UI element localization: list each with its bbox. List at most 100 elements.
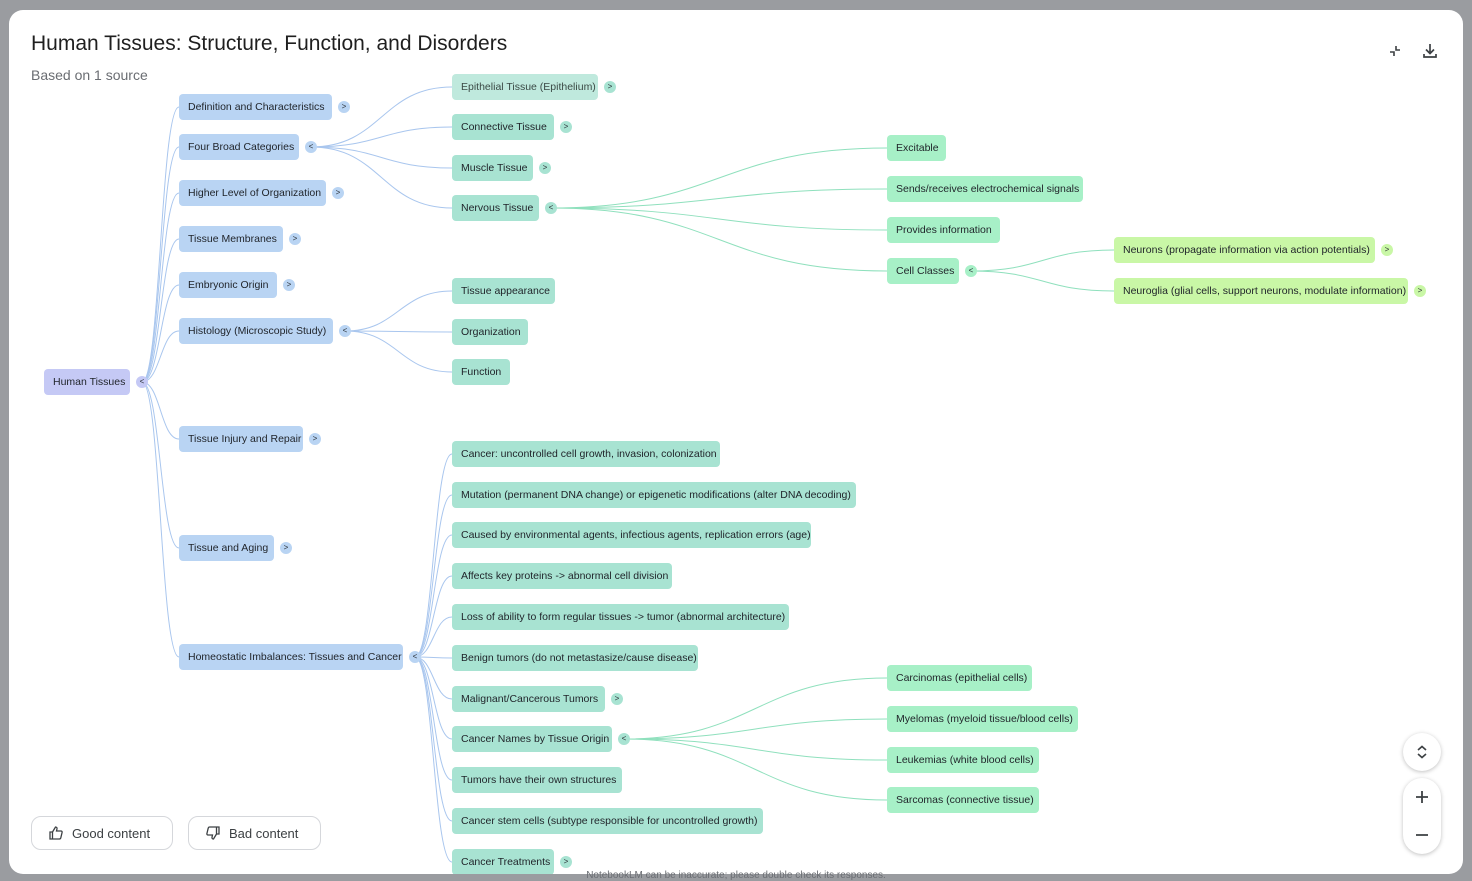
mind-map-edge bbox=[970, 249, 1115, 272]
expand-node-toggle[interactable]: > bbox=[289, 233, 301, 245]
mind-map-node[interactable]: Human Tissues bbox=[44, 369, 130, 395]
download-icon bbox=[1423, 44, 1437, 58]
mind-map-edge bbox=[550, 207, 888, 272]
mind-map-node[interactable]: Cancer Treatments bbox=[452, 849, 554, 874]
mind-map-node[interactable]: Histology (Microscopic Study) bbox=[179, 318, 333, 344]
thumbs-up-icon bbox=[49, 826, 63, 840]
mind-map-node[interactable]: Carcinomas (epithelial cells) bbox=[887, 665, 1032, 691]
zoom-out-button[interactable] bbox=[1403, 816, 1441, 854]
expand-node-toggle[interactable]: > bbox=[1381, 244, 1393, 256]
mind-map-node[interactable]: Cell Classes bbox=[887, 258, 959, 284]
mind-map-node[interactable]: Neuroglia (glial cells, support neurons,… bbox=[1114, 278, 1408, 304]
mind-map-node[interactable]: Mutation (permanent DNA change) or epige… bbox=[452, 482, 856, 508]
mind-map-node[interactable]: Myelomas (myeloid tissue/blood cells) bbox=[887, 706, 1078, 732]
mind-map-edge bbox=[310, 86, 453, 148]
expand-node-toggle[interactable]: > bbox=[280, 542, 292, 554]
mind-map-edge bbox=[623, 677, 888, 740]
mind-map-edge bbox=[623, 738, 888, 761]
mind-map-node[interactable]: Function bbox=[452, 359, 510, 385]
mind-map-node[interactable]: Tissue and Aging bbox=[179, 535, 274, 561]
mind-map-edge bbox=[310, 146, 453, 209]
expand-node-toggle[interactable]: > bbox=[560, 121, 572, 133]
mind-map-edge bbox=[550, 188, 888, 209]
mind-map-node[interactable]: Cancer Names by Tissue Origin bbox=[452, 726, 612, 752]
mind-map-node[interactable]: Cancer: uncontrolled cell growth, invasi… bbox=[452, 441, 720, 467]
mind-map-edge bbox=[141, 106, 180, 383]
minus-icon bbox=[1416, 834, 1428, 836]
mind-map-node[interactable]: Tumors have their own structures bbox=[452, 767, 622, 793]
mind-map-node[interactable]: Muscle Tissue bbox=[452, 155, 533, 181]
mind-map-edge bbox=[414, 656, 453, 863]
mind-map-edge bbox=[310, 126, 453, 148]
expand-node-toggle[interactable]: > bbox=[309, 433, 321, 445]
collapse-node-toggle[interactable]: < bbox=[136, 376, 148, 388]
mind-map-edge bbox=[141, 192, 180, 383]
mind-map-edge bbox=[414, 656, 453, 822]
mind-map-edge bbox=[344, 290, 453, 332]
mind-map-edge bbox=[550, 207, 888, 231]
mind-map-node[interactable]: Tissue appearance bbox=[452, 278, 555, 304]
mind-map-edge bbox=[414, 453, 453, 658]
mind-map-node[interactable]: Higher Level of Organization bbox=[179, 180, 326, 206]
mind-map-node[interactable]: Tissue Injury and Repair bbox=[179, 426, 303, 452]
mind-map-node[interactable]: Caused by environmental agents, infectio… bbox=[452, 522, 811, 548]
collapse-node-toggle[interactable]: < bbox=[339, 325, 351, 337]
mind-map-node[interactable]: Sends/receives electrochemical signals bbox=[887, 176, 1083, 202]
mind-map-node[interactable]: Homeostatic Imbalances: Tissues and Canc… bbox=[179, 644, 403, 670]
mind-map-node[interactable]: Connective Tissue bbox=[452, 114, 554, 140]
page-title: Human Tissues: Structure, Function, and … bbox=[31, 32, 508, 55]
expand-node-toggle[interactable]: > bbox=[1414, 285, 1426, 297]
mind-map-node[interactable]: Affects key proteins -> abnormal cell di… bbox=[452, 563, 672, 589]
mind-map-node[interactable]: Leukemias (white blood cells) bbox=[887, 747, 1039, 773]
collapse-button[interactable] bbox=[1382, 38, 1408, 64]
mind-map-node[interactable]: Loss of ability to form regular tissues … bbox=[452, 604, 789, 630]
bad-content-label: Bad content bbox=[229, 825, 299, 841]
bad-content-button[interactable]: Bad content bbox=[188, 816, 321, 850]
mind-map-edge bbox=[970, 270, 1115, 292]
mind-map-node[interactable]: Tissue Membranes bbox=[179, 226, 283, 252]
mind-map-edge bbox=[310, 146, 453, 169]
good-content-button[interactable]: Good content bbox=[31, 816, 173, 850]
mind-map-edge bbox=[141, 146, 180, 383]
collapse-node-toggle[interactable]: < bbox=[618, 733, 630, 745]
expand-node-toggle[interactable]: > bbox=[560, 856, 572, 868]
mind-map-node[interactable]: Embryonic Origin bbox=[179, 272, 277, 298]
zoom-in-button[interactable] bbox=[1403, 778, 1441, 816]
download-button[interactable] bbox=[1417, 38, 1443, 64]
mind-map-node[interactable]: Sarcomas (connective tissue) bbox=[887, 787, 1039, 813]
collapse-node-toggle[interactable]: < bbox=[305, 141, 317, 153]
collapse-icon bbox=[1390, 46, 1400, 56]
expand-node-toggle[interactable]: > bbox=[283, 279, 295, 291]
mind-map-edges bbox=[141, 86, 1115, 863]
mind-map-node[interactable]: Excitable bbox=[887, 135, 946, 161]
expand-node-toggle[interactable]: > bbox=[539, 162, 551, 174]
mind-map-node[interactable]: Neurons (propagate information via actio… bbox=[1114, 237, 1375, 263]
expand-node-toggle[interactable]: > bbox=[338, 101, 350, 113]
mind-map-node[interactable]: Four Broad Categories bbox=[179, 134, 299, 160]
mind-map-node[interactable]: Epithelial Tissue (Epithelium) bbox=[452, 74, 598, 100]
good-content-label: Good content bbox=[72, 825, 151, 841]
mind-map-edge bbox=[414, 494, 453, 658]
mind-map-node[interactable]: Cancer stem cells (subtype responsible f… bbox=[452, 808, 763, 834]
expand-collapse-all-button[interactable] bbox=[1403, 733, 1441, 771]
mind-map-node[interactable]: Benign tumors (do not metastasize/cause … bbox=[452, 645, 698, 671]
plus-icon bbox=[1416, 791, 1428, 803]
mind-map-edge bbox=[623, 718, 888, 740]
mind-map-node[interactable]: Organization bbox=[452, 319, 528, 345]
mind-map-node[interactable]: Definition and Characteristics bbox=[179, 94, 332, 120]
expand-node-toggle[interactable]: > bbox=[604, 81, 616, 93]
expand-node-toggle[interactable]: > bbox=[332, 187, 344, 199]
unfold-icon bbox=[1417, 745, 1427, 759]
thumbs-down-icon bbox=[206, 826, 220, 840]
mind-map-node[interactable]: Malignant/Cancerous Tumors bbox=[452, 686, 605, 712]
collapse-node-toggle[interactable]: < bbox=[409, 651, 421, 663]
mind-map-node[interactable]: Provides information bbox=[887, 217, 1000, 243]
mind-map-node[interactable]: Nervous Tissue bbox=[452, 195, 539, 221]
source-count: Based on 1 source bbox=[31, 67, 148, 83]
expand-node-toggle[interactable]: > bbox=[611, 693, 623, 705]
collapse-node-toggle[interactable]: < bbox=[965, 265, 977, 277]
mind-map-edge bbox=[344, 330, 453, 373]
collapse-node-toggle[interactable]: < bbox=[545, 202, 557, 214]
mind-map-edge bbox=[623, 738, 888, 801]
mind-map-edge bbox=[141, 284, 180, 383]
